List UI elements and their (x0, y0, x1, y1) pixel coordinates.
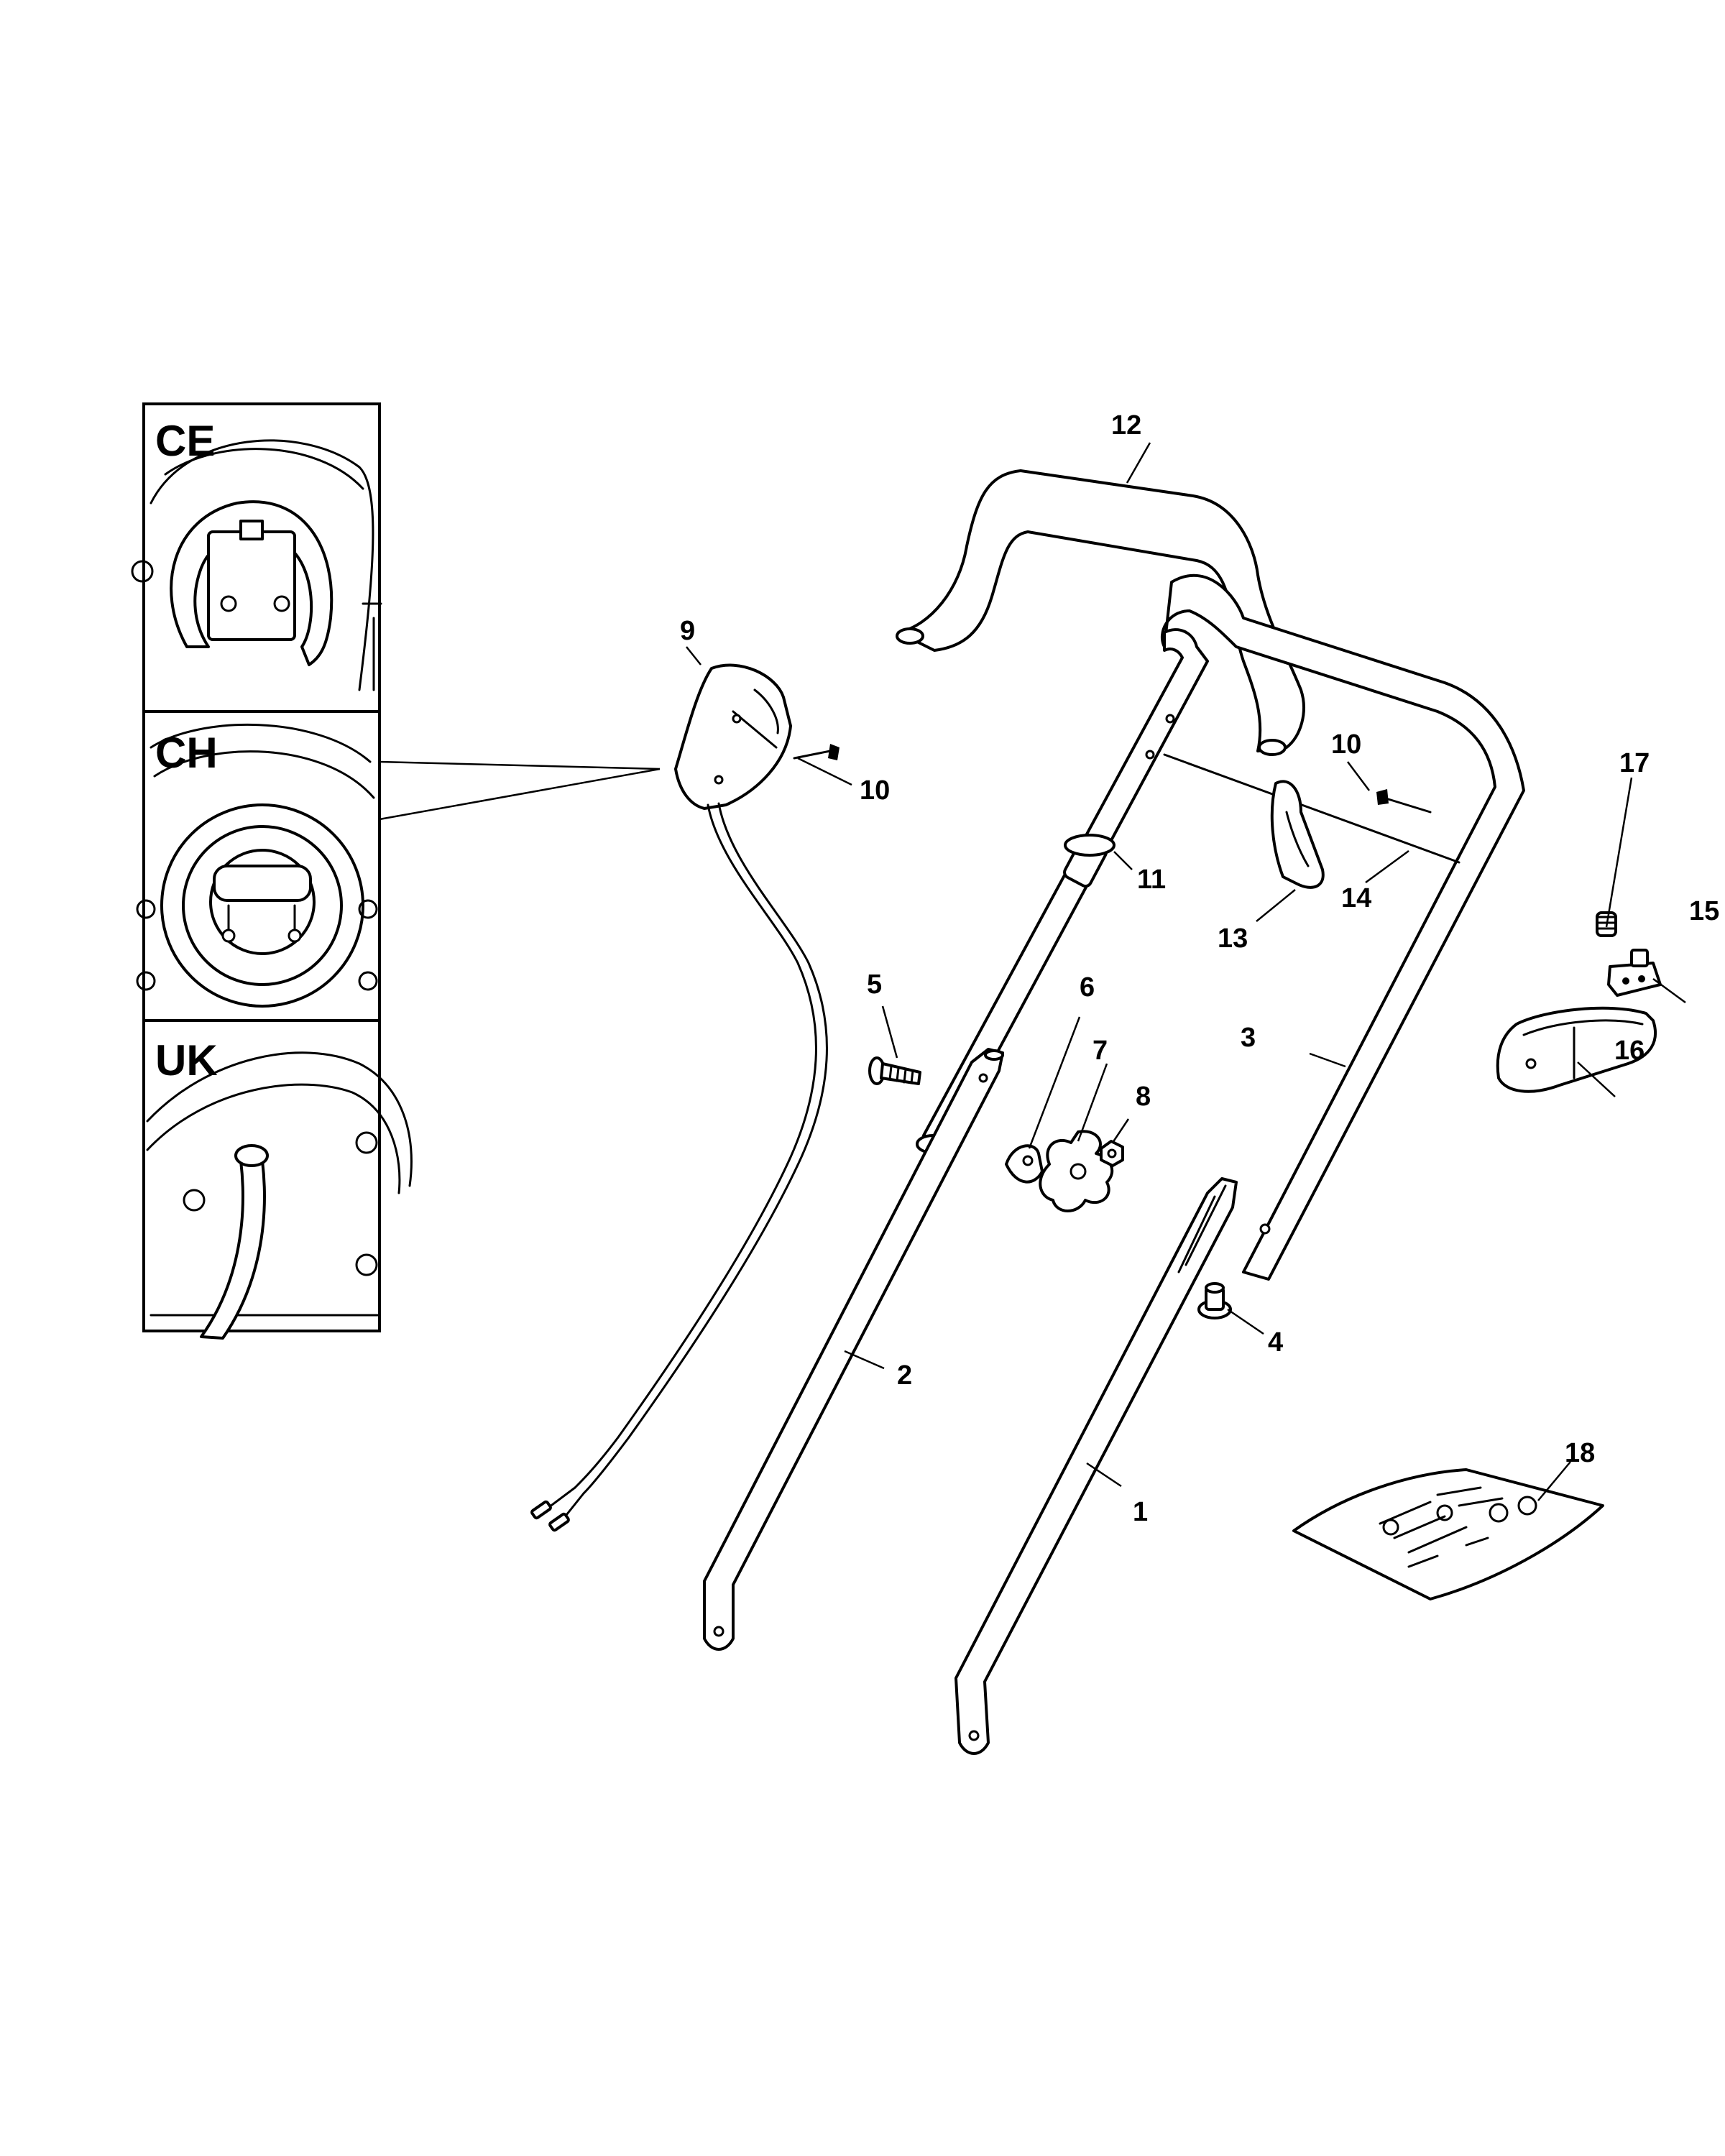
callout-9: 9 (680, 616, 695, 646)
callout-1: 1 (1133, 1497, 1148, 1527)
callout-11: 11 (1137, 865, 1166, 895)
inset-leader-top (379, 760, 661, 770)
power-cable (530, 802, 828, 1532)
ch-socket-illustration (136, 723, 378, 1008)
part-16-cover (1496, 1006, 1657, 1093)
callout-18: 18 (1565, 1438, 1595, 1468)
callout-leaders (686, 442, 1686, 1501)
ce-socket-illustration (131, 439, 382, 691)
part-18-hardware-bag (1292, 1468, 1604, 1600)
callout-10-left: 10 (860, 775, 890, 806)
plug-variant-panel: CE CH UK (131, 402, 413, 1340)
part-5-bolt (868, 1056, 921, 1085)
inset-label-ce: CE (155, 417, 215, 465)
callout-7: 7 (1092, 1036, 1108, 1066)
part-10-screw-right (1376, 789, 1432, 814)
part-3-upper-frame (916, 573, 1525, 1281)
inset-leader-bottom (379, 768, 661, 821)
callout-13: 13 (1218, 923, 1248, 954)
part-10-screw-left (793, 744, 840, 760)
callout-8: 8 (1136, 1082, 1151, 1112)
callout-14: 14 (1341, 883, 1371, 913)
callout-2: 2 (897, 1360, 912, 1391)
part-1-right-tube (954, 1177, 1238, 1755)
callout-5: 5 (867, 969, 882, 1000)
part-11-ring (1064, 834, 1116, 857)
part-8-nut (1100, 1140, 1124, 1167)
part-12-upper-handle (896, 469, 1305, 756)
part-13-cable-hook (1270, 780, 1325, 889)
part-9-switch-box (674, 663, 792, 810)
callout-6: 6 (1080, 972, 1095, 1003)
callout-17: 17 (1619, 748, 1650, 778)
part-6-washer (1005, 1144, 1044, 1184)
callout-labels: 1 2 3 4 5 6 7 8 9 10 10 11 12 13 14 15 1… (680, 410, 1719, 1527)
callout-16: 16 (1614, 1036, 1644, 1066)
callout-12: 12 (1111, 410, 1141, 441)
part-4-pin (1197, 1282, 1232, 1319)
callout-15: 15 (1689, 896, 1719, 926)
callout-4: 4 (1268, 1327, 1283, 1358)
callout-10-right: 10 (1331, 729, 1361, 760)
part-2-left-tube (703, 1048, 1004, 1651)
part-14-rod (1163, 753, 1460, 864)
part-7-star-knob (1039, 1130, 1114, 1212)
inset-label-uk: UK (155, 1036, 218, 1084)
uk-socket-illustration (146, 1051, 413, 1340)
inset-label-ch: CH (155, 729, 218, 777)
part-15-clip (1607, 949, 1662, 997)
callout-3: 3 (1241, 1023, 1256, 1053)
